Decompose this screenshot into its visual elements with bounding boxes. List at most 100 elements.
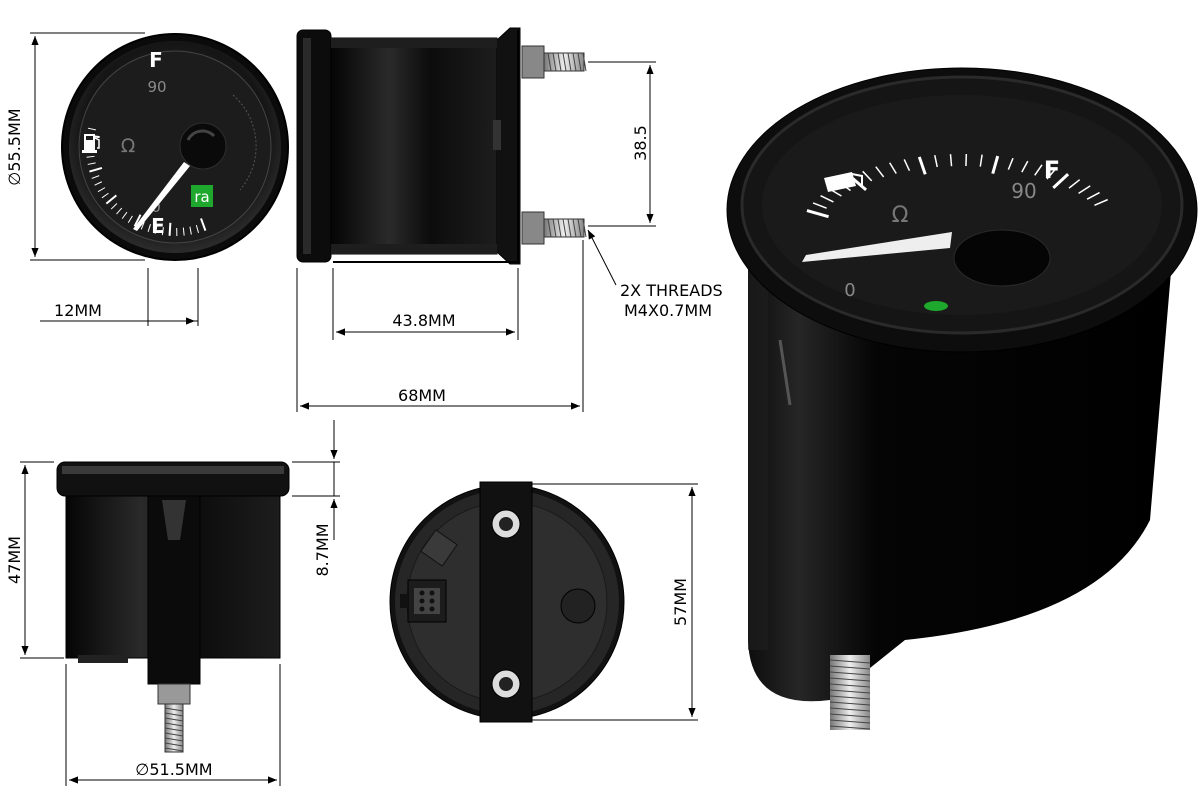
upper-nut (521, 45, 545, 79)
thread-line (572, 52, 577, 72)
thread-line (557, 52, 562, 72)
thread-line (557, 218, 562, 238)
iso-tick (1068, 179, 1081, 189)
thread-line (829, 701, 871, 706)
iso-tick (875, 166, 885, 178)
dim-stud-spacing: 38.5 (631, 125, 650, 161)
iso-tick (820, 195, 834, 203)
lower-nut (521, 211, 545, 245)
iso-tick (1007, 157, 1014, 170)
thread-line (562, 218, 567, 238)
thread-line (164, 737, 184, 742)
front-tick (89, 166, 103, 173)
logo-text: ra (194, 188, 209, 206)
thread-line (829, 665, 871, 670)
front-needle (133, 162, 190, 231)
thread-line (552, 52, 557, 72)
iso-tick (1094, 198, 1108, 206)
side-bracket (333, 30, 519, 263)
front-tick (133, 214, 142, 227)
elevation-nut (157, 683, 191, 705)
logo-badge (191, 185, 213, 207)
thread-line (562, 52, 567, 72)
iso-needle-hub (953, 229, 1051, 287)
thread-line (829, 707, 871, 712)
elevation-view (56, 461, 290, 753)
iso-tick (934, 155, 938, 168)
thread-line (829, 713, 871, 718)
fuel-pump-icon (82, 134, 100, 153)
front-tick (195, 224, 199, 233)
connector-pin (429, 590, 435, 596)
front-tick (87, 162, 96, 165)
iso-ohm-symbol: Ω (892, 203, 909, 228)
thread-line (829, 719, 871, 724)
front-face (78, 50, 272, 244)
thread-line (164, 707, 184, 712)
front-tick (97, 187, 106, 193)
front-tick (116, 207, 123, 215)
side-bezel (296, 29, 332, 263)
thread-line (164, 712, 184, 717)
thread-line (582, 218, 587, 238)
iso-tick (1034, 164, 1043, 176)
iso-fuel-pump-icon (824, 172, 863, 192)
dim-flange-height: 8.7MM (313, 523, 332, 576)
thread-line (582, 52, 587, 72)
thread-note-line1: 2X THREADS (620, 281, 723, 300)
iso-tick (1086, 191, 1100, 200)
thread-line (567, 52, 572, 72)
thread-line (164, 722, 184, 727)
iso-tick (903, 159, 911, 172)
thread-line (164, 732, 184, 737)
dim-bezel-depth: 12MM (54, 301, 102, 320)
front-tick (94, 181, 103, 186)
thread-line (552, 218, 557, 238)
thread-line (547, 52, 552, 72)
iso-tick (812, 202, 827, 209)
front-tick (110, 203, 118, 210)
thread-line (829, 725, 871, 730)
connector-pin (419, 590, 425, 596)
thread-line (164, 742, 184, 747)
front-view: F 90 0 E Ω ra (61, 33, 289, 261)
side-view (296, 27, 587, 265)
elevation-dimensions: 47MM 8.7MM ∅51.5MM (5, 420, 340, 786)
dim-body-length: 43.8MM (392, 311, 455, 330)
iso-tick (991, 155, 1000, 175)
iso-tick (1078, 185, 1091, 195)
thread-line (164, 747, 184, 752)
iso-tick (862, 170, 873, 182)
connector-pin (419, 598, 425, 604)
front-scale-90: 90 (147, 78, 166, 96)
iso-tick (1021, 160, 1029, 173)
front-full-label: F (149, 48, 163, 72)
front-tick (154, 225, 158, 234)
iso-tick (979, 154, 983, 167)
thread-line (164, 727, 184, 732)
thread-note-line2: M4X0.7MM (624, 301, 712, 320)
front-tick (105, 194, 117, 205)
front-tick (161, 227, 164, 236)
front-dimensions: ∅55.5MM 12MM (5, 32, 199, 326)
front-tick (168, 222, 172, 236)
thread-line (829, 659, 871, 664)
iso-tick (1046, 168, 1057, 180)
front-tick (182, 227, 185, 236)
rear-port (560, 588, 596, 624)
iso-tick (949, 154, 953, 167)
front-tick (189, 226, 192, 235)
thread-line (547, 218, 552, 238)
front-tick (86, 155, 95, 158)
front-tick (121, 211, 128, 219)
thread-line (572, 218, 577, 238)
rear-dimensions: 57MM (532, 483, 698, 721)
thread-line (829, 677, 871, 682)
iso-scale-90: 90 (1011, 179, 1036, 203)
front-tick (127, 215, 133, 223)
iso-tick (1052, 173, 1070, 190)
iso-tick (806, 209, 829, 219)
front-tick (101, 192, 109, 199)
front-tick (91, 175, 100, 179)
